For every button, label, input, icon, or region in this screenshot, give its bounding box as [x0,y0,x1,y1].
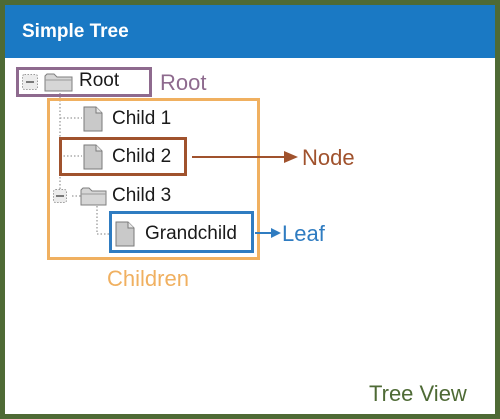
file-icon [115,221,135,247]
leaf-arrow [255,228,281,238]
root-expand-toggle[interactable] [22,74,38,90]
tree-node-grandchild[interactable]: Grandchild [145,223,237,244]
children-annotation-label: Children [107,266,189,291]
leaf-highlight-box [109,211,254,253]
child-3-expand-toggle[interactable] [53,189,67,203]
folder-icon [44,71,74,93]
window-title: Simple Tree [22,21,129,42]
children-highlight-box [47,98,260,260]
tree-node-child-1[interactable]: Child 1 [112,108,172,129]
tree-node-child-2[interactable]: Child 2 [112,146,172,167]
folder-icon [80,185,108,207]
tree-view-annotation-label: Tree View [369,381,467,406]
node-highlight-box [59,137,187,176]
node-arrow [192,151,298,163]
file-icon [83,106,103,132]
node-annotation-label: Node [302,145,355,170]
title-bar: Simple Tree [5,5,495,58]
root-annotation-label: Root [160,70,207,95]
tree-node-child-3[interactable]: Child 3 [112,185,172,206]
leaf-annotation-label: Leaf [282,221,325,246]
tree-node-root[interactable]: Root [79,70,120,91]
file-icon [83,144,103,170]
root-highlight-box [16,67,152,97]
